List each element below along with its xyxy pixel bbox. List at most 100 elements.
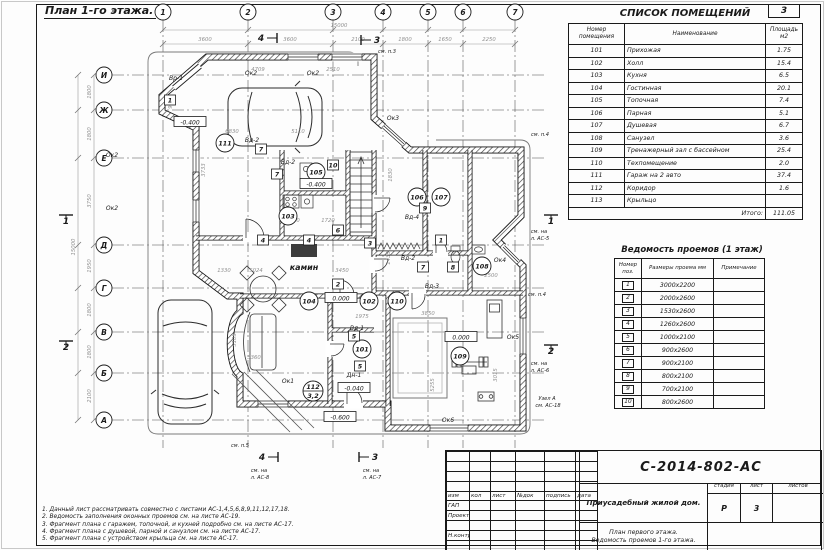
car-driveway	[150, 299, 220, 425]
table-cell: 101	[568, 44, 625, 58]
stamp-cell	[515, 461, 545, 472]
axis-bubble	[374, 3, 392, 21]
dim-label: 1975	[355, 314, 369, 320]
table-cell: 1.75	[765, 44, 803, 58]
callout-label: см. п.3	[378, 49, 396, 55]
svg-text:0.000: 0.000	[452, 335, 469, 342]
elevation-mark: -0.600	[323, 411, 357, 422]
position-number: 2	[622, 293, 634, 303]
dim-label: 2510	[326, 67, 340, 73]
title-block: измколлист№докподписьдатаГАППроектирН.ко…	[445, 450, 823, 550]
svg-text:-0.040: -0.040	[344, 386, 364, 393]
room-number-bubble: 104	[299, 291, 319, 311]
table-cell: 102	[568, 56, 625, 70]
position-number: 7	[622, 358, 634, 368]
rooms-table-title: СПИСОК ПОМЕЩЕНИЙ	[619, 8, 751, 19]
stamp-cell	[490, 451, 516, 462]
table-cell: 112	[568, 181, 625, 195]
stage-cells: стадия лист листов Р 3	[707, 483, 823, 523]
dim-label: 1720	[321, 218, 335, 224]
section-marker: 2	[59, 340, 73, 353]
stamp-cell: изм	[446, 491, 470, 501]
svg-text:111: 111	[218, 140, 231, 148]
dim-label: 5024	[249, 268, 262, 274]
dim-label: 15000	[331, 23, 348, 29]
elevation-mark: -0.040	[337, 382, 371, 393]
table-cell: 104	[568, 81, 625, 95]
axis-label: 1	[160, 8, 165, 17]
stamp-cell	[446, 540, 470, 550]
openings-table-title: Ведомость проемов (1 этаж)	[621, 245, 763, 255]
dim-label: 1800	[87, 127, 93, 141]
table-cell: Парная	[624, 106, 766, 120]
callout-label: см. на	[251, 468, 267, 474]
dim-label: 6830	[225, 129, 239, 135]
stamp-cell	[446, 520, 470, 531]
axis-label: Б	[101, 369, 107, 378]
empty-cell	[707, 522, 823, 550]
total-value: 111.05	[765, 206, 803, 220]
position-number: 1	[622, 280, 634, 290]
dim-label: 5255	[430, 378, 436, 392]
axis-label: 7	[512, 8, 518, 17]
svg-text:3: 3	[372, 453, 378, 463]
axis-label: Д	[100, 241, 108, 250]
axis-label: Ж	[98, 106, 109, 115]
table-cell: 4	[614, 317, 642, 331]
room-number-bubble: 107	[431, 187, 451, 207]
stamp-cell	[515, 471, 545, 482]
stamp-cell	[544, 520, 576, 531]
sheet-header: лист	[741, 483, 773, 493]
total-row: Итого:111.05	[568, 206, 803, 220]
axis-label: 4	[380, 8, 385, 17]
stage-value: Р	[708, 494, 741, 522]
position-number: 5	[622, 332, 634, 342]
position-number: 3	[622, 306, 634, 316]
table-cell: 113	[568, 194, 625, 208]
svg-text:2: 2	[548, 347, 554, 357]
position-marker: 7	[255, 143, 267, 155]
table-cell: 5.1	[765, 106, 803, 120]
section-marker: 3	[358, 452, 378, 463]
stamp-cell	[515, 510, 545, 521]
note-line: 1. Данный лист рассматривать совместно с…	[42, 507, 290, 513]
stamp-cell: кол	[469, 491, 491, 501]
elevation-mark: -0.400	[173, 116, 207, 127]
callout-label: Узел А	[538, 396, 556, 402]
axis-bubble	[95, 149, 113, 167]
stamp-cell	[515, 451, 545, 462]
svg-text:102: 102	[362, 298, 376, 306]
dim-label: 5110	[291, 129, 305, 135]
svg-text:103: 103	[281, 213, 295, 221]
sink	[471, 244, 486, 255]
stamp-cell	[469, 461, 491, 472]
dim-label: 3850	[421, 311, 435, 317]
table-cell: 900х2100	[641, 356, 714, 370]
table-cell: 800х2100	[641, 369, 714, 383]
position-number: 6	[622, 345, 634, 355]
table-cell: 20.1	[765, 81, 803, 95]
stamp-cell	[469, 510, 491, 521]
stamp-cell	[490, 540, 516, 550]
svg-text:109: 109	[453, 353, 467, 361]
axis-bubble	[239, 3, 257, 21]
callout-label: см. на	[531, 361, 547, 367]
table-cell: Прихожая	[624, 44, 766, 58]
object-name: Приусадебный жилой дом.	[580, 483, 707, 523]
position-marker: 1	[435, 234, 447, 246]
stamp-cell: подпись	[544, 491, 576, 501]
position-number: 8	[622, 371, 634, 381]
column-header: Номер поз.	[614, 258, 642, 279]
table-cell	[765, 194, 803, 208]
svg-text:4: 4	[307, 237, 312, 245]
